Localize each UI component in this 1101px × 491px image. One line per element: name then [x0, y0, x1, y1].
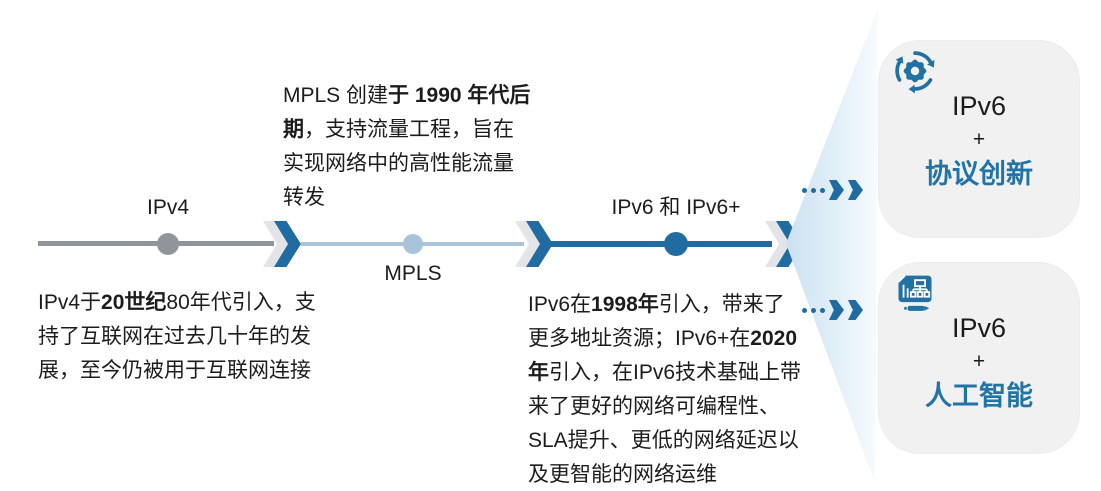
mpls-description: MPLS 创建于 1990 年代后期，支持流量工程，旨在实现网络中的高性能流量转…	[283, 84, 531, 209]
dot	[811, 307, 816, 313]
card-text: IPv6 + 协议创新	[879, 41, 1079, 237]
mpls-label: MPLS	[384, 262, 442, 285]
chevron-right-icon	[829, 300, 844, 320]
card-plus: +	[972, 128, 986, 151]
dotted-arrow-icon	[802, 180, 863, 200]
dot	[811, 187, 816, 193]
ipv6-node-dot	[664, 232, 688, 256]
timeline-segment-ipv6	[551, 241, 772, 247]
timeline-segment-ipv4	[38, 241, 274, 246]
outcome-card-artificial-intelligence: IPv6 + 人工智能	[878, 262, 1080, 454]
dot	[820, 187, 825, 193]
ai-board-icon	[893, 270, 937, 316]
dot	[802, 187, 807, 193]
card-title: IPv6	[951, 313, 1007, 343]
mpls-node-dot	[403, 234, 423, 254]
dotted-arrow-icon	[802, 300, 863, 320]
dot	[820, 307, 825, 313]
ipv4-node-dot	[157, 233, 179, 255]
chevron-right-icon	[829, 180, 844, 200]
stage-arrow-icon	[515, 221, 553, 267]
card-plus: +	[972, 350, 986, 373]
chevron-right-icon	[848, 180, 863, 200]
chevron-right-icon	[848, 300, 863, 320]
outcome-card-protocol-innovation: IPv6 + 协议创新	[878, 40, 1080, 238]
ipv4-description: IPv4于20世纪80年代引入，支持了互联网在过去几十年的发展，至今仍被用于互联…	[38, 291, 316, 382]
ipv6-label: IPv6 和 IPv6+	[611, 196, 741, 219]
card-text: IPv6 + 人工智能	[879, 263, 1079, 453]
dot	[802, 307, 807, 313]
ipv4-label: IPv4	[146, 196, 190, 219]
stage-arrow-icon	[263, 221, 301, 267]
card-subtitle: 协议创新	[925, 159, 1033, 189]
card-title: IPv6	[951, 91, 1007, 121]
ipv6-description: IPv6在1998年引入，带来了更多地址资源；IPv6+在2020年引入，在IP…	[528, 293, 802, 486]
cycle-gear-icon	[893, 48, 937, 94]
card-subtitle: 人工智能	[925, 381, 1033, 411]
